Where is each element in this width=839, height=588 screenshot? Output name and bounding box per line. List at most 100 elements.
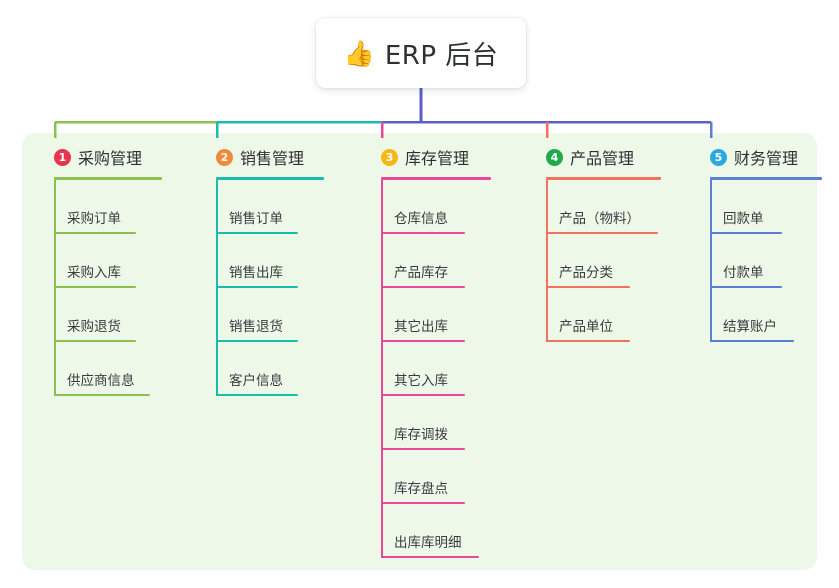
branch-spine (216, 180, 218, 396)
branch-column-1: 1 采购管理采购订单采购入库采购退货供应商信息 (38, 146, 183, 396)
branch-item-label: 出库库明细 (394, 535, 462, 551)
branch-badge-2: 2 (216, 148, 233, 166)
branch-spine (381, 180, 383, 558)
branch-item-label: 回款单 (723, 211, 764, 227)
branch-badge-4: 4 (546, 148, 563, 166)
branch-item-rule (381, 232, 465, 234)
branch-header-rule (216, 177, 324, 180)
branch-item[interactable]: 其它入库 (365, 342, 510, 396)
branch-item-rule (381, 556, 479, 558)
branch-item[interactable]: 库存调拨 (365, 396, 510, 450)
branch-item-label: 产品单位 (559, 319, 613, 335)
branch-item-rule (216, 286, 298, 288)
branch-header-rule (710, 177, 822, 180)
branch-item-rule (54, 340, 136, 342)
branch-title: 财务管理 (734, 149, 799, 168)
branch-item[interactable]: 结算账户 (694, 288, 817, 342)
root-node[interactable]: 👍 ERP 后台 (316, 18, 526, 88)
branch-item-rule (381, 340, 465, 342)
branch-item[interactable]: 产品单位 (530, 288, 675, 342)
branch-item-rule (54, 286, 136, 288)
branch-item-rule (54, 394, 150, 396)
branch-children: 产品（物料） 产品分类产品单位 (530, 180, 675, 342)
branch-item[interactable]: 出库库明细 (365, 504, 510, 558)
branch-title: 产品管理 (570, 149, 635, 168)
branch-children: 回款单付款单结算账户 (694, 180, 817, 342)
branch-header-3[interactable]: 3 库存管理 (365, 146, 510, 168)
branch-item-label: 采购入库 (67, 265, 121, 281)
branch-item-label: 结算账户 (723, 319, 777, 335)
branch-item-rule (546, 340, 630, 342)
branch-item-label: 付款单 (723, 265, 764, 281)
branch-item[interactable]: 客户信息 (200, 342, 345, 396)
branch-header-2[interactable]: 2 销售管理 (200, 146, 345, 168)
branch-item-rule (710, 286, 782, 288)
branch-item-rule (381, 286, 465, 288)
branch-item-rule (381, 394, 465, 396)
branch-item-label: 库存调拨 (394, 427, 448, 443)
branch-item-label: 销售退货 (229, 319, 283, 335)
branch-item[interactable]: 仓库信息 (365, 180, 510, 234)
branch-item[interactable]: 采购退货 (38, 288, 183, 342)
branch-header-4[interactable]: 4 产品管理 (530, 146, 675, 168)
branch-children: 销售订单销售出库销售退货客户信息 (200, 180, 345, 396)
branch-item-label: 其它入库 (394, 373, 448, 389)
branch-item-label: 仓库信息 (394, 211, 448, 227)
branch-header-rule (54, 177, 162, 180)
branch-item-label: 销售订单 (229, 211, 283, 227)
branch-badge-5: 5 (710, 148, 727, 166)
branch-item[interactable]: 产品（物料） (530, 180, 675, 234)
branch-column-2: 2 销售管理销售订单销售出库销售退货客户信息 (200, 146, 345, 396)
branch-item[interactable]: 产品库存 (365, 234, 510, 288)
branch-header-rule (381, 177, 491, 180)
branch-item-label: 供应商信息 (67, 373, 135, 389)
branch-item-rule (216, 394, 298, 396)
branch-column-3: 3 库存管理仓库信息产品库存其它出库其它入库库存调拨库存盘点出库库明细 (365, 146, 510, 558)
branch-spine (54, 180, 56, 396)
branch-item[interactable]: 其它出库 (365, 288, 510, 342)
branch-item-rule (710, 232, 782, 234)
branch-spine (546, 180, 548, 342)
branch-badge-3: 3 (381, 148, 398, 166)
branch-header-5[interactable]: 5 财务管理 (694, 146, 817, 168)
branch-item-rule (546, 286, 630, 288)
branch-item[interactable]: 销售退货 (200, 288, 345, 342)
branch-header-rule (546, 177, 661, 180)
branch-item[interactable]: 销售出库 (200, 234, 345, 288)
branch-column-5: 5 财务管理回款单付款单结算账户 (694, 146, 822, 342)
branch-children: 采购订单采购入库采购退货供应商信息 (38, 180, 183, 396)
branch-item[interactable]: 供应商信息 (38, 342, 183, 396)
branch-item-label: 产品分类 (559, 265, 613, 281)
branch-item-rule (546, 232, 658, 234)
branch-item[interactable]: 产品分类 (530, 234, 675, 288)
branch-item-label: 库存盘点 (394, 481, 448, 497)
branch-item-rule (710, 340, 794, 342)
branch-item-rule (216, 340, 298, 342)
branch-item[interactable]: 库存盘点 (365, 450, 510, 504)
branch-item-label: 产品（物料） (559, 211, 640, 227)
branch-badge-1: 1 (54, 148, 71, 166)
branch-title: 销售管理 (240, 149, 305, 168)
branch-item-label: 产品库存 (394, 265, 448, 281)
root-title: ERP 后台 (384, 40, 499, 71)
branch-item-rule (54, 232, 136, 234)
branch-item[interactable]: 采购订单 (38, 180, 183, 234)
branch-item[interactable]: 付款单 (694, 234, 817, 288)
branch-header-1[interactable]: 1 采购管理 (38, 146, 183, 168)
branch-item[interactable]: 回款单 (694, 180, 817, 234)
branch-item-rule (216, 232, 298, 234)
branch-item[interactable]: 销售订单 (200, 180, 345, 234)
branch-title: 采购管理 (78, 149, 143, 168)
branch-item-rule (381, 502, 465, 504)
branch-children: 仓库信息产品库存其它出库其它入库库存调拨库存盘点出库库明细 (365, 180, 510, 558)
branches-panel (22, 133, 817, 570)
branch-item-label: 采购订单 (67, 211, 121, 227)
branch-item-label: 销售出库 (229, 265, 283, 281)
branch-title: 库存管理 (405, 149, 470, 168)
branch-item[interactable]: 采购入库 (38, 234, 183, 288)
branch-item-label: 客户信息 (229, 373, 283, 389)
branch-spine (710, 180, 712, 342)
branch-item-label: 采购退货 (67, 319, 121, 335)
thumbs-up-icon: 👍 (343, 38, 375, 68)
